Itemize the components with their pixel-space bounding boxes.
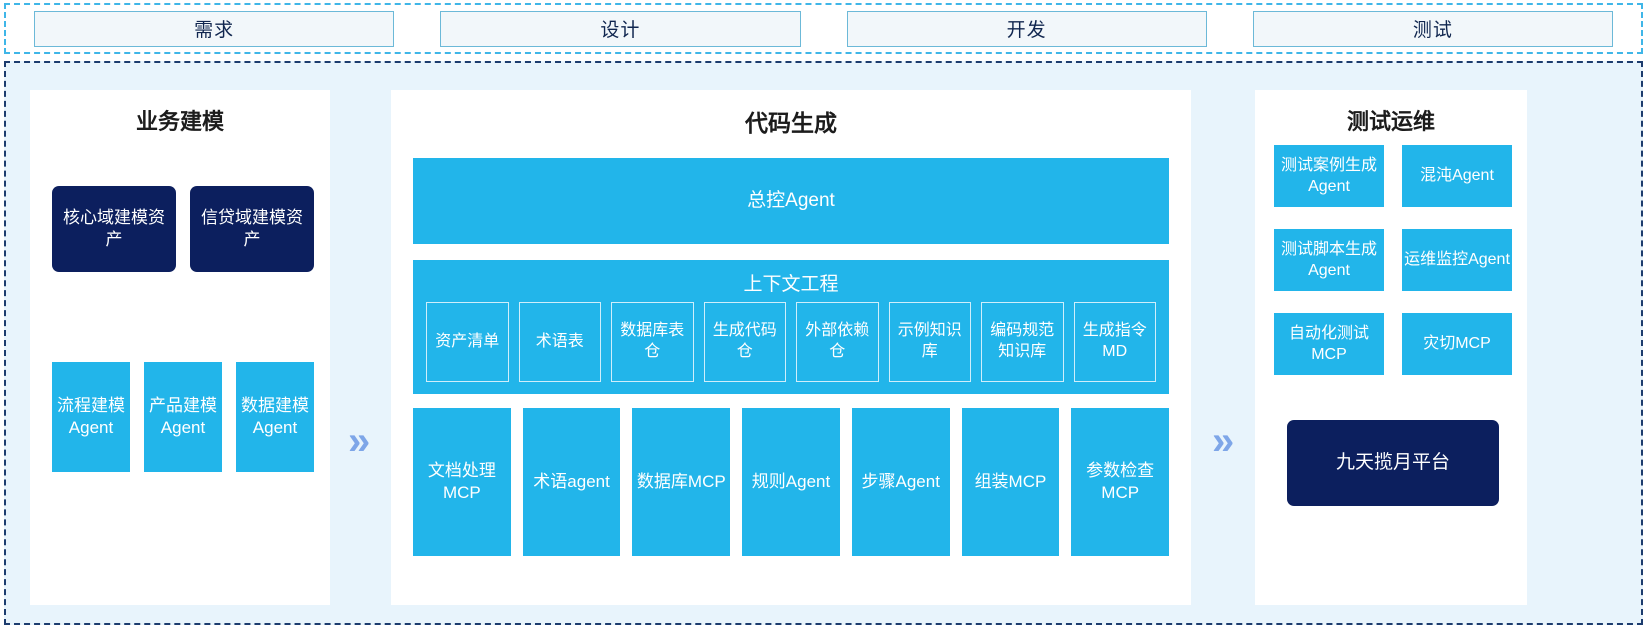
phase-tab-label: 测试 xyxy=(1412,20,1453,41)
testops-automated-testing-mcp[interactable]: 自动化测试MCP xyxy=(1274,313,1384,375)
context-item-glossary[interactable]: 术语表 xyxy=(518,302,601,382)
testops-test-case-generation-agent[interactable]: 测试案例生成Agent xyxy=(1274,145,1384,207)
phase-tab-label: 需求 xyxy=(194,20,235,41)
agent-process-modeling[interactable]: 流程建模Agent xyxy=(52,362,130,472)
panel-title-test-ops: 测试运维 xyxy=(1346,109,1435,134)
business-assets-row: 核心域建模资产 信贷域建模资产 xyxy=(52,186,314,272)
context-engineering-block: 上下文工程 资产清单 术语表 数据库表仓 生成代码仓 外部依赖仓 示例知识库 编… xyxy=(413,260,1169,394)
phase-tab-label: 开发 xyxy=(1006,20,1047,41)
context-item-db-table-repo[interactable]: 数据库表仓 xyxy=(611,302,694,382)
master-agent-banner[interactable]: 总控Agent xyxy=(413,158,1169,244)
context-item-generation-prompt-md[interactable]: 生成指令MD xyxy=(1073,302,1156,382)
platform-jiutian-lanyue[interactable]: 九天揽月平台 xyxy=(1287,420,1499,506)
context-item-external-dep-repo[interactable]: 外部依赖仓 xyxy=(796,302,879,382)
testops-chaos-agent[interactable]: 混沌Agent xyxy=(1402,145,1512,207)
chevron-right-icon-2: » xyxy=(1212,419,1235,463)
asset-credit-domain[interactable]: 信贷域建模资产 xyxy=(190,186,314,272)
panel-title-business-modeling: 业务建模 xyxy=(135,109,224,134)
chevron-right-icon-1: » xyxy=(348,419,371,463)
testops-ops-monitoring-agent[interactable]: 运维监控Agent xyxy=(1402,229,1512,291)
phase-strip: 需求 设计 开发 测试 xyxy=(4,3,1643,54)
tool-step-agent[interactable]: 步骤Agent xyxy=(851,408,950,556)
code-generation-tools-row: 文档处理MCP 术语agent 数据库MCP 规则Agent 步骤Agent 组… xyxy=(413,408,1170,556)
agent-data-modeling[interactable]: 数据建模Agent xyxy=(236,362,314,472)
context-item-generated-code-repo[interactable]: 生成代码仓 xyxy=(703,302,786,382)
panel-business-modeling: 业务建模 核心域建模资产 信贷域建模资产 流程建模Agent 产品建模Agent… xyxy=(30,90,330,605)
testops-disaster-switch-mcp[interactable]: 灾切MCP xyxy=(1402,313,1512,375)
phase-tab-development[interactable]: 开发 xyxy=(846,10,1207,47)
tool-document-processing-mcp[interactable]: 文档处理MCP xyxy=(413,408,511,556)
tool-database-mcp[interactable]: 数据库MCP xyxy=(632,408,731,556)
business-agents-row: 流程建模Agent 产品建模Agent 数据建模Agent xyxy=(52,362,314,472)
tool-rule-agent[interactable]: 规则Agent xyxy=(742,408,840,556)
testops-test-script-generation-agent[interactable]: 测试脚本生成Agent xyxy=(1274,229,1384,291)
context-item-example-kb[interactable]: 示例知识库 xyxy=(888,302,971,382)
tool-assembly-mcp[interactable]: 组装MCP xyxy=(961,408,1060,556)
panel-title-code-generation: 代码生成 xyxy=(745,110,837,136)
panel-test-ops: 测试运维 测试案例生成Agent 混沌Agent 测试脚本生成Agent 运维监… xyxy=(1255,90,1527,605)
phase-tab-testing[interactable]: 测试 xyxy=(1252,10,1613,47)
test-ops-grid: 测试案例生成Agent 混沌Agent 测试脚本生成Agent 运维监控Agen… xyxy=(1274,145,1512,375)
phase-tab-label: 设计 xyxy=(600,20,641,41)
phase-tab-requirements[interactable]: 需求 xyxy=(34,10,395,47)
tool-glossary-agent[interactable]: 术语agent xyxy=(522,408,621,556)
panel-code-generation: 代码生成 总控Agent 上下文工程 资产清单 术语表 数据库表仓 生成代码仓 … xyxy=(391,90,1191,605)
context-item-asset-inventory[interactable]: 资产清单 xyxy=(426,302,509,382)
phase-tab-design[interactable]: 设计 xyxy=(440,10,801,47)
context-engineering-title: 上下文工程 xyxy=(743,274,839,295)
architecture-canvas: 业务建模 核心域建模资产 信贷域建模资产 流程建模Agent 产品建模Agent… xyxy=(4,61,1643,625)
agent-product-modeling[interactable]: 产品建模Agent xyxy=(144,362,222,472)
context-engineering-items: 资产清单 术语表 数据库表仓 生成代码仓 外部依赖仓 示例知识库 编码规范知识库… xyxy=(426,302,1156,382)
tool-parameter-check-mcp[interactable]: 参数检查MCP xyxy=(1071,408,1170,556)
context-item-coding-standard-kb[interactable]: 编码规范知识库 xyxy=(981,302,1064,382)
asset-core-domain[interactable]: 核心域建模资产 xyxy=(52,186,176,272)
